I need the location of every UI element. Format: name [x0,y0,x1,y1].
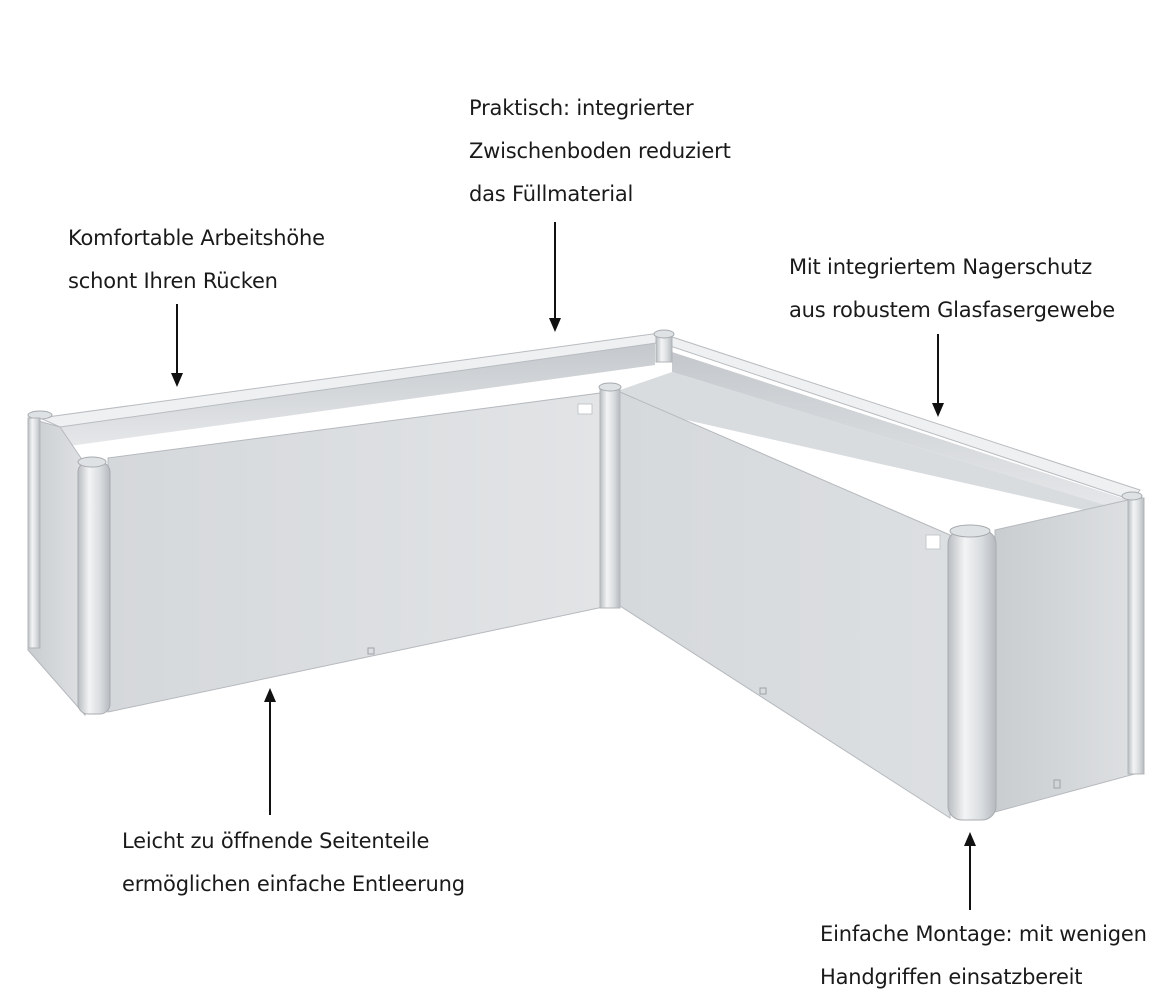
annotation-assembly: Einfache Montage: mit wenigen Handgriffe… [820,913,1147,999]
annotation-floor-line1: Praktisch: integrierter [469,96,694,120]
inner-corner-cap [598,382,622,392]
annotation-height-line2: schont Ihren Rücken [68,269,278,293]
annotation-rodent-line2: aus robustem Glasfasergewebe [789,298,1115,322]
annotation-floor: Praktisch: integrierter Zwischenboden re… [469,87,731,216]
inner-corner-post [599,385,621,609]
annotation-rodent-line1: Mit integriertem Nagerschutz [789,255,1093,279]
inner-back-wall-left [55,342,655,448]
annotation-floor-line3: das Füllmaterial [469,182,634,206]
annotation-floor-line2: Zwischenboden reduziert [469,139,731,163]
panel-clip-right [759,687,767,695]
right-end-cap [1121,491,1143,501]
panel-clip [367,647,375,655]
arrow-assembly [964,832,976,910]
front-right-post [947,529,997,821]
arrow-height [171,304,183,387]
annotation-height-line1: Komfortable Arbeitshöhe [68,226,325,250]
right-end-post [1127,497,1145,775]
inner-lip-right [620,372,1128,520]
panel-label-tag [577,403,593,415]
panel-clip-end [1053,779,1061,789]
annotation-assembly-line1: Einfache Montage: mit wenigen [820,922,1147,946]
right-end-panel [994,497,1143,813]
back-corner-cap [653,329,675,339]
front-panel-left [107,391,609,713]
annotation-panels-line2: ermöglichen einfache Entleerung [122,872,465,896]
panel-label-tag-right [925,534,941,550]
rear-left-post [27,417,41,649]
front-panel-right [619,391,951,819]
annotation-rodent: Mit integriertem Nagerschutz aus robuste… [789,246,1115,332]
arrow-rodent [932,334,944,417]
front-left-cap [77,456,107,468]
arrow-floor [549,222,561,332]
inner-back-wall-right [672,352,1128,512]
front-right-cap [949,524,991,538]
front-left-post [77,461,111,715]
annotation-panels: Leicht zu öffnende Seitenteile ermöglich… [122,820,465,906]
arrow-panels [264,688,276,815]
annotation-panels-line1: Leicht zu öffnende Seitenteile [122,829,430,853]
annotation-height: Komfortable Arbeitshöhe schont Ihren Rüc… [68,217,325,303]
annotation-assembly-line2: Handgriffen einsatzbereit [820,965,1083,989]
